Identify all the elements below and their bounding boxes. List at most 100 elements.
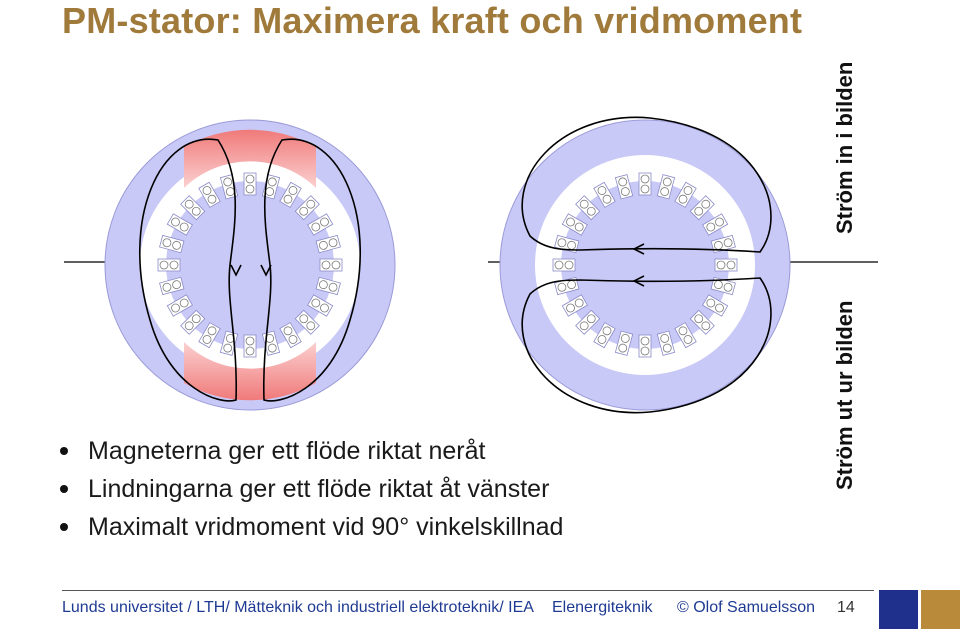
rotor-slot [166,213,193,236]
conductor [566,303,575,313]
conductor [171,217,180,227]
footer-divider [62,590,874,591]
left-rotor-core [166,181,334,349]
rotor-slot [552,258,576,272]
rotor-slot [307,294,334,317]
label-current-out: Ström ut ur bilden [832,300,857,490]
left-flux-line-2 [262,138,362,402]
conductor [694,206,704,216]
conductor [320,217,329,227]
footer-department: Elenergiteknik [552,599,653,616]
label-current-in: Ström in i bilden [832,61,857,234]
rotor-slot [159,234,185,254]
rotor-slot [674,181,697,208]
rotor-slot [319,258,343,272]
rotor-slot [575,195,601,221]
conductor [723,282,733,292]
right-rotor-slots [552,172,738,358]
slide-title: PM-stator: Maximera kraft och vridmoment [62,0,803,41]
rotor-slot [198,181,221,208]
left-flux-arrow-1 [230,264,242,277]
rotor-slot [714,258,738,272]
right-flux-arrow-bottom [632,275,645,287]
rotor-slot [638,334,652,358]
conductor [557,282,567,292]
conductor [288,186,298,195]
bullet-dot-icon [60,447,68,455]
conductor [694,314,704,324]
conductor [267,177,277,187]
rotor-slot [279,181,302,208]
rotor-slot [243,172,257,196]
rotor-slot [159,276,185,296]
conductor [162,238,172,248]
rotor-slot [710,276,736,296]
bullet-item: Lindningarna ger ett flöde riktat åt vän… [58,470,563,508]
conductor [311,298,321,308]
conductor [602,194,612,204]
rotor-slot [702,213,729,236]
conductor [223,177,233,187]
rotor-slot [198,322,221,349]
conductor [640,336,650,346]
conductor [597,335,607,344]
right-flux-arrow-top [632,243,645,255]
rotor-slot [166,294,193,317]
conductor [328,282,338,292]
conductor [245,336,255,346]
rotor-slot [294,195,320,221]
accent-square-blue [879,590,918,629]
rotor-slot [561,294,588,317]
conductor [715,303,724,313]
conductor [299,314,309,324]
right-rotor-core [561,181,729,349]
bullet-dot-icon [60,523,68,531]
conductor [554,260,564,270]
rotor-slot [315,234,341,254]
footer: Lunds universitet / LTH/ Mätteknik och i… [62,599,855,617]
conductor [207,326,217,336]
rotor-slot [656,330,676,356]
conductor [172,280,181,290]
conductor [172,240,181,250]
left-magnet-bottom [184,342,316,401]
rotor-slot [180,309,206,335]
rotor-slot [180,195,206,221]
conductor [660,187,670,196]
conductor [662,177,672,187]
rotor-slot [614,330,634,356]
conductor [179,222,189,232]
conductor [660,334,670,343]
conductor [566,217,575,227]
bullet-dot-icon [60,485,68,493]
rotor-slot [656,174,676,200]
conductor [701,321,711,331]
conductor [184,199,194,209]
conductor [320,303,329,313]
conductor [306,199,316,209]
left-machine [104,119,396,411]
conductor [191,314,201,324]
conductor [191,206,201,216]
conductor [618,343,628,353]
conductor [574,298,584,308]
right-flux-line-bottom [521,277,772,414]
page-number: 14 [837,599,855,616]
conductor [223,343,233,353]
conductor [597,186,607,195]
conductor [701,199,711,209]
left-flux-arrow-2 [260,264,272,277]
rotor-slot [575,309,601,335]
conductor [683,335,693,344]
left-flux-line-1 [138,138,238,402]
conductor [706,222,716,232]
rotor-slot [243,334,257,358]
conductor [283,326,293,336]
left-magnet-top [184,129,316,188]
rotor-slot [294,309,320,335]
conductor [586,206,596,216]
conductor [640,346,650,356]
conductor [288,335,298,344]
conductor [306,321,316,331]
